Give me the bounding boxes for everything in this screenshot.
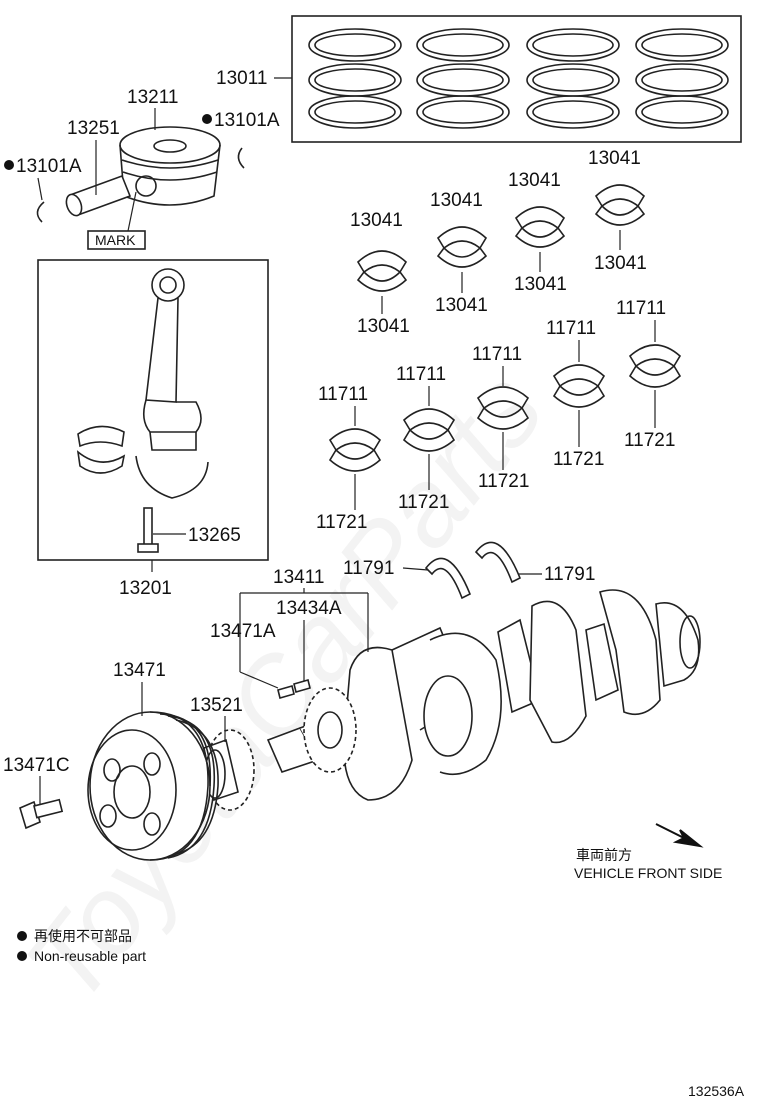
rod-assembly-box xyxy=(37,259,269,561)
ring-stack-2 xyxy=(416,28,510,129)
crankshaft xyxy=(266,589,701,801)
piston-pin xyxy=(65,174,132,217)
non-reusable-dot-left xyxy=(4,160,14,170)
label-13041-l3: 13041 xyxy=(514,274,567,295)
label-11791-right: 11791 xyxy=(544,564,595,585)
label-13011: 13011 xyxy=(216,68,267,89)
label-13041-u4: 13041 xyxy=(588,148,641,169)
label-11721-5: 11721 xyxy=(624,430,675,451)
label-13471a: 13471A xyxy=(210,621,276,642)
main-bearing-pair-3 xyxy=(476,386,530,430)
rod-bolt xyxy=(137,507,159,553)
main-bearing-pair-5 xyxy=(628,344,682,388)
main-bearing-pair-4 xyxy=(552,364,606,408)
ring-stack-4 xyxy=(635,28,729,129)
main-bearing-pair-2 xyxy=(402,408,456,452)
label-11711-1: 11711 xyxy=(318,384,368,405)
label-13471: 13471 xyxy=(113,660,166,681)
label-13521: 13521 xyxy=(190,695,243,716)
piston xyxy=(119,126,221,206)
label-11711-2: 11711 xyxy=(396,364,446,385)
label-13251: 13251 xyxy=(67,118,120,139)
label-13041-u1: 13041 xyxy=(350,210,403,231)
front-arrow-icon xyxy=(655,823,704,848)
legend-dot-en xyxy=(17,951,27,961)
key-13434a xyxy=(293,679,311,693)
piston-ring-set xyxy=(291,15,742,143)
ring-stack-3 xyxy=(526,28,620,129)
thrust-washer-right xyxy=(474,541,522,584)
snap-ring-right xyxy=(237,147,245,169)
main-bearing-pair-1 xyxy=(328,428,382,472)
legend-dot-jp xyxy=(17,931,27,941)
label-13041-u2: 13041 xyxy=(430,190,483,211)
label-13265: 13265 xyxy=(188,525,241,546)
snap-ring-left xyxy=(36,201,45,223)
direction-label-jp: 車両前方 xyxy=(576,847,632,863)
label-13101a-left: 13101A xyxy=(16,156,82,177)
label-13211: 13211 xyxy=(127,87,178,108)
mark-box xyxy=(87,230,146,250)
label-13041-l4: 13041 xyxy=(594,253,647,274)
label-11721-2: 11721 xyxy=(398,492,449,513)
label-11721-4: 11721 xyxy=(553,449,604,470)
rod-bearing-pair-1 xyxy=(356,250,408,292)
figure-code: 132536A xyxy=(688,1083,745,1099)
label-11791-left: 11791 xyxy=(343,558,394,579)
label-11711-4: 11711 xyxy=(546,318,596,339)
rod-bearing-pair-4 xyxy=(594,184,646,226)
connecting-rod xyxy=(135,268,209,499)
label-13041-l2: 13041 xyxy=(435,295,488,316)
rod-bearing-pair-3 xyxy=(514,206,566,248)
label-13101a-right: 13101A xyxy=(214,110,280,131)
legend-jp: 再使用不可部品 xyxy=(34,928,132,944)
label-13041-u3: 13041 xyxy=(508,170,561,191)
label-11711-3: 11711 xyxy=(472,344,522,365)
crank-timing-gear xyxy=(303,687,357,773)
non-reusable-dot-right xyxy=(202,114,212,124)
crank-pulley xyxy=(87,711,219,861)
legend-en: Non-reusable part xyxy=(34,948,146,964)
label-13471c: 13471C xyxy=(3,755,70,776)
key-13471a xyxy=(277,685,295,699)
label-11721-3: 11721 xyxy=(478,471,529,492)
rod-bearing xyxy=(76,425,126,474)
label-13411: 13411 xyxy=(273,567,324,588)
label-11721-1: 11721 xyxy=(316,512,367,533)
rod-bearing-pair-2 xyxy=(436,226,488,268)
ring-stack-1 xyxy=(308,28,402,129)
direction-label-en: VEHICLE FRONT SIDE xyxy=(574,865,722,881)
label-13201: 13201 xyxy=(119,578,172,599)
label-11711-5: 11711 xyxy=(616,298,666,319)
pulley-bolt xyxy=(19,798,64,830)
label-13434a: 13434A xyxy=(276,598,342,619)
label-13041-l1: 13041 xyxy=(357,316,410,337)
thrust-washer-left xyxy=(424,557,472,600)
label-mark: MARK xyxy=(95,232,136,248)
